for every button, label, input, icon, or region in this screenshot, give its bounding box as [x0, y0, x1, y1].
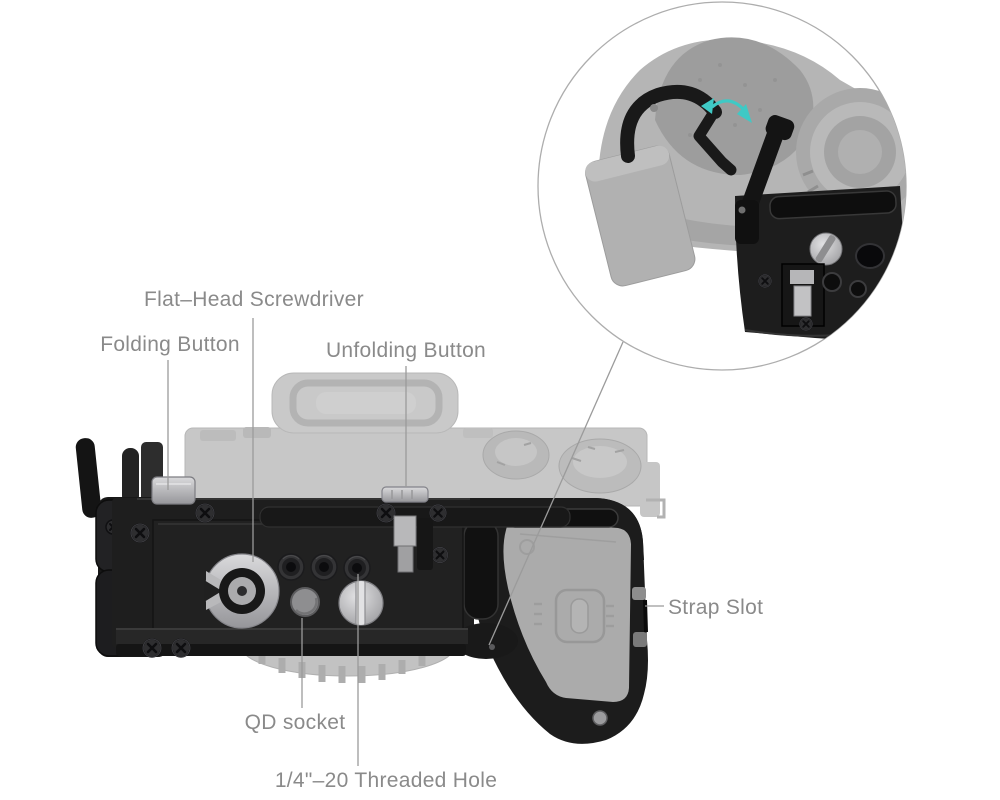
callout-unfolding-button: Unfolding Button [325, 339, 487, 362]
callout-threaded-hole: 1/4"–20 Threaded Hole [274, 769, 498, 792]
grip-channel [463, 520, 499, 620]
plate-screw [141, 637, 163, 659]
callout-qd-socket: QD socket [244, 711, 346, 734]
inset-plate-screw [809, 232, 843, 266]
inset-battery [585, 145, 696, 287]
callout-strap-slot: Strap Slot [668, 596, 764, 619]
inset-lens-mount [796, 88, 906, 216]
inset-detail [537, 1, 907, 371]
plate-screw [375, 502, 397, 524]
qd-socket [290, 587, 320, 617]
inset-hole [855, 243, 885, 269]
unfolding-button [381, 486, 429, 503]
mounting-screw [338, 580, 384, 626]
unfolding-mechanism [393, 515, 433, 573]
plate-screw [431, 546, 449, 564]
strap-slot [632, 587, 648, 647]
quarter-inch-threaded-hole [343, 554, 371, 582]
baseplate [75, 438, 648, 744]
leader-inset-detail [488, 341, 624, 646]
folding-button [151, 476, 196, 505]
ghost-viewfinder-hump [271, 372, 459, 434]
inset-folded-lever [620, 85, 737, 176]
plate-screw [129, 522, 151, 544]
threaded-holes [277, 553, 371, 582]
ghost-camera-body [184, 372, 666, 683]
ghost-mode-dial [482, 430, 550, 480]
callout-flat-head-screwdriver: Flat–Head Screwdriver [144, 288, 364, 311]
grip-bottom-screw [592, 710, 608, 726]
side-plate-fin [75, 438, 102, 518]
callout-folding-button: Folding Button [100, 333, 240, 356]
plate-screw [194, 502, 216, 524]
ghost-exposure-dial [558, 438, 642, 494]
plate-screw [170, 637, 192, 659]
leader-lines [167, 318, 664, 766]
fold-direction-arrow-icon [701, 98, 752, 123]
inset-unfolded-lever [735, 115, 795, 244]
plate-screw [428, 503, 448, 523]
inset-side-plate [735, 186, 906, 339]
inset-latch-mechanism [781, 263, 825, 327]
ghost-strap-lug [646, 498, 666, 519]
grip-pivot [454, 623, 518, 659]
flat-head-screwdriver-lever [204, 553, 280, 629]
ghost-battery-door [503, 520, 631, 702]
